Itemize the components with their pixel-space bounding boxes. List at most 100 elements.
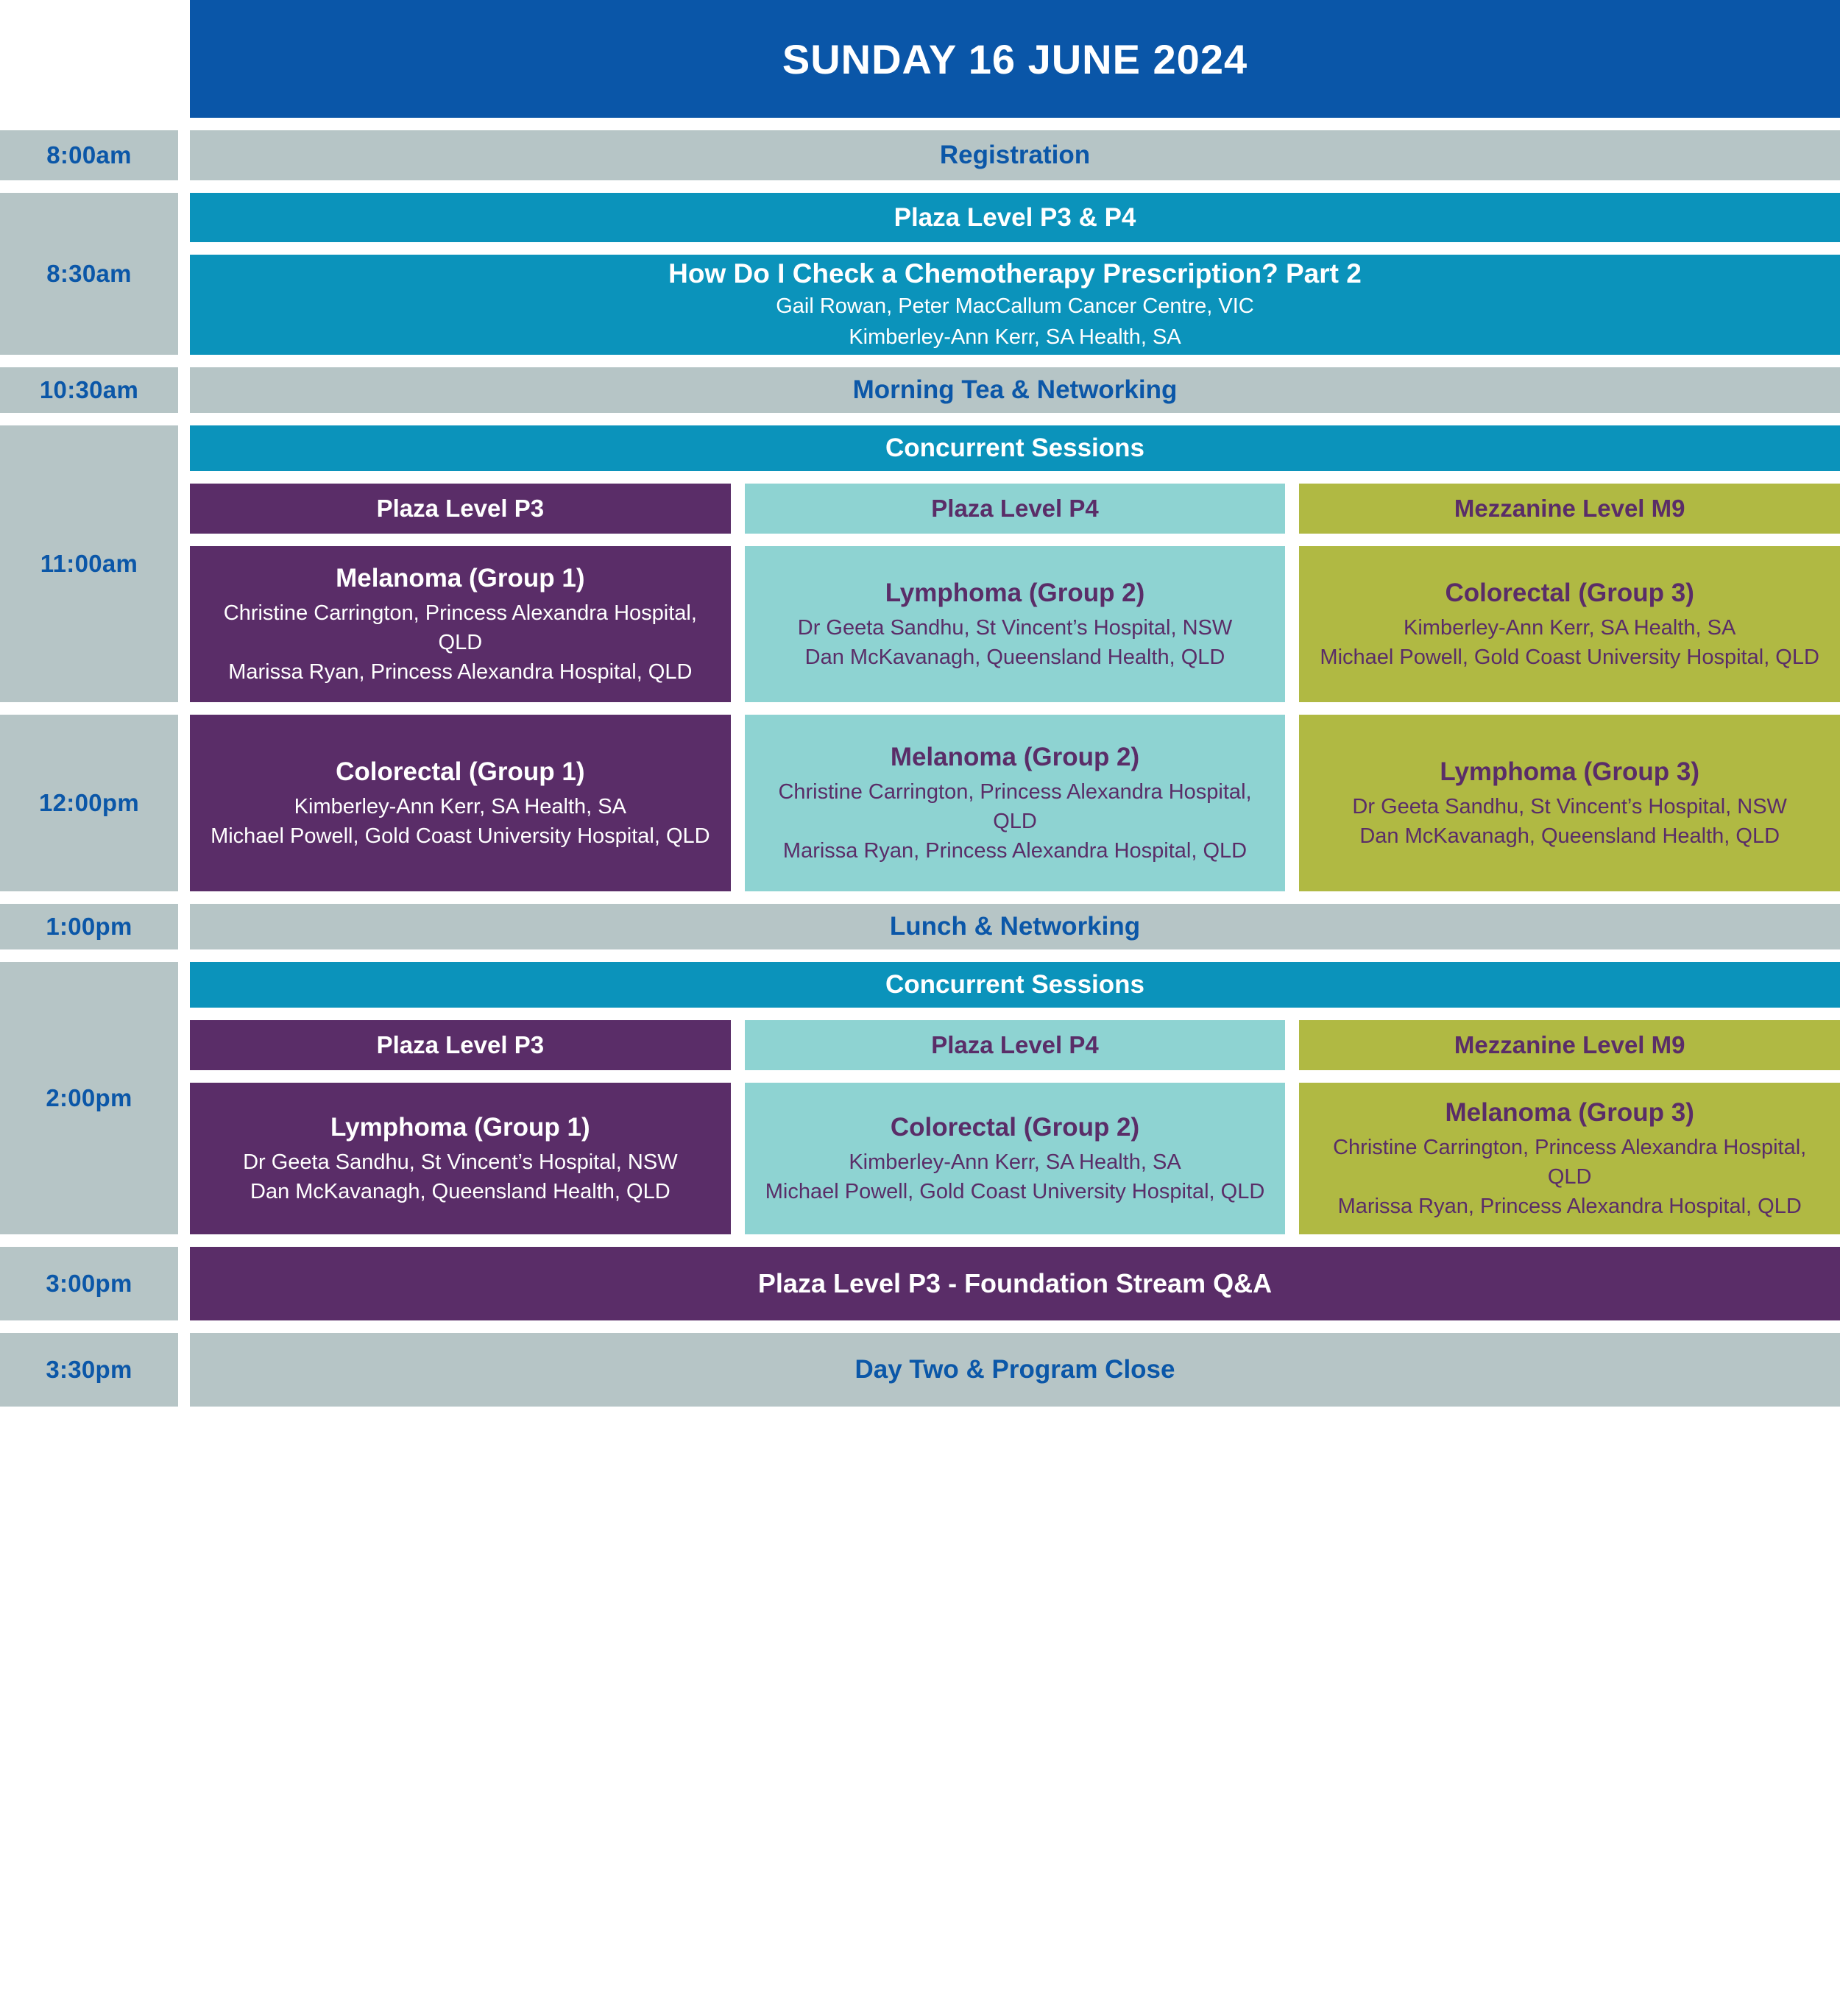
column-p4-afternoon: Plaza Level P4 Colorectal (Group 2) Kimb…: [744, 1020, 1286, 1234]
plenary-body: Plaza Level P3 & P4 How Do I Check a Che…: [190, 193, 1840, 355]
morning-tea-bar[interactable]: Morning Tea & Networking: [190, 367, 1840, 413]
title-row-body: SUNDAY 16 JUNE 2024: [190, 0, 1840, 118]
venue-header-p3-morning: Plaza Level P3: [190, 484, 731, 534]
schedule-row-concurrent-afternoon: 2:00pm Concurrent Sessions Plaza Level P…: [0, 962, 1840, 1234]
time-label-1030am: 10:30am: [0, 367, 178, 413]
session-speaker-1: Dr Geeta Sandhu, St Vincent’s Hospital, …: [243, 1150, 678, 1174]
plenary-speaker-2: Kimberley-Ann Kerr, SA Health, SA: [849, 325, 1181, 350]
time-label-1100am: 11:00am: [0, 425, 178, 702]
concurrent-afternoon-columns: Plaza Level P3 Lymphoma (Group 1) Dr Gee…: [190, 1020, 1840, 1234]
registration-body: Registration: [190, 130, 1840, 180]
session-card-lymphoma-group2[interactable]: Lymphoma (Group 2) Dr Geeta Sandhu, St V…: [744, 546, 1286, 702]
session-title: Melanoma (Group 2): [890, 743, 1140, 772]
plenary-stack: Plaza Level P3 & P4 How Do I Check a Che…: [190, 193, 1840, 355]
schedule-row-qa: 3:00pm Plaza Level P3 - Foundation Strea…: [0, 1246, 1840, 1320]
venue-header-m9-morning: Mezzanine Level M9: [1299, 484, 1840, 534]
time-label-330pm: 3:30pm: [0, 1332, 178, 1407]
session-speaker-1: Christine Carrington, Princess Alexandra…: [1333, 1135, 1807, 1189]
concurrent-morning-body: Concurrent Sessions Plaza Level P3 Melan…: [190, 425, 1840, 702]
session-speaker-1: Christine Carrington, Princess Alexandra…: [223, 601, 697, 654]
column-m9-afternoon: Mezzanine Level M9 Melanoma (Group 3) Ch…: [1299, 1020, 1840, 1234]
plenary-session-title: How Do I Check a Chemotherapy Prescripti…: [668, 258, 1362, 289]
session-card-lymphoma-group1[interactable]: Lymphoma (Group 1) Dr Geeta Sandhu, St V…: [190, 1083, 731, 1234]
qa-body: Plaza Level P3 - Foundation Stream Q&A: [190, 1246, 1840, 1320]
time-label-830am: 8:30am: [0, 193, 178, 355]
schedule-row-plenary: 8:30am Plaza Level P3 & P4 How Do I Chec…: [0, 193, 1840, 355]
session-title: Colorectal (Group 3): [1445, 579, 1694, 608]
session-card-lymphoma-group3[interactable]: Lymphoma (Group 3) Dr Geeta Sandhu, St V…: [1299, 715, 1840, 891]
column-p3-afternoon: Plaza Level P3 Lymphoma (Group 1) Dr Gee…: [190, 1020, 731, 1234]
column-p3-midday: Colorectal (Group 1) Kimberley-Ann Kerr,…: [190, 715, 731, 891]
foundation-stream-qa-bar[interactable]: Plaza Level P3 - Foundation Stream Q&A: [190, 1246, 1840, 1320]
concurrent-afternoon-stack: Concurrent Sessions Plaza Level P3 Lymph…: [190, 962, 1840, 1234]
venue-header-p4-morning: Plaza Level P4: [744, 484, 1286, 534]
session-speaker-2: Michael Powell, Gold Coast University Ho…: [765, 1179, 1265, 1203]
time-label-100pm: 1:00pm: [0, 904, 178, 949]
schedule-row-morning-tea: 10:30am Morning Tea & Networking: [0, 367, 1840, 413]
session-speaker-2: Marissa Ryan, Princess Alexandra Hospita…: [1337, 1194, 1802, 1218]
column-p4-midday: Melanoma (Group 2) Christine Carrington,…: [744, 715, 1286, 891]
title-row: SUNDAY 16 JUNE 2024: [0, 0, 1840, 118]
time-label-1200pm: 12:00pm: [0, 715, 178, 891]
session-card-colorectal-group2[interactable]: Colorectal (Group 2) Kimberley-Ann Kerr,…: [744, 1083, 1286, 1234]
column-p3-morning: Plaza Level P3 Melanoma (Group 1) Christ…: [190, 484, 731, 702]
session-card-melanoma-group3[interactable]: Melanoma (Group 3) Christine Carrington,…: [1299, 1083, 1840, 1234]
schedule-row-registration: 8:00am Registration: [0, 130, 1840, 180]
column-p4-morning: Plaza Level P4 Lymphoma (Group 2) Dr Gee…: [744, 484, 1286, 702]
session-card-colorectal-group1[interactable]: Colorectal (Group 1) Kimberley-Ann Kerr,…: [190, 715, 731, 891]
venue-header-p3-afternoon: Plaza Level P3: [190, 1020, 731, 1070]
schedule-row-lunch: 1:00pm Lunch & Networking: [0, 904, 1840, 949]
morning-tea-body: Morning Tea & Networking: [190, 367, 1840, 413]
session-speaker-2: Marissa Ryan, Princess Alexandra Hospita…: [228, 659, 693, 684]
session-card-melanoma-group1[interactable]: Melanoma (Group 1) Christine Carrington,…: [190, 546, 731, 702]
venue-header-m9-afternoon: Mezzanine Level M9: [1299, 1020, 1840, 1070]
concurrent-sessions-banner-morning: Concurrent Sessions: [190, 425, 1840, 471]
title-row-time-spacer: [0, 0, 178, 118]
page-title: SUNDAY 16 JUNE 2024: [190, 0, 1840, 118]
session-speaker-2: Dan McKavanagh, Queensland Health, QLD: [250, 1179, 670, 1203]
column-m9-morning: Mezzanine Level M9 Colorectal (Group 3) …: [1299, 484, 1840, 702]
session-speaker-2: Dan McKavanagh, Queensland Health, QLD: [804, 645, 1225, 669]
time-label-800am: 8:00am: [0, 130, 178, 180]
session-speaker-1: Kimberley-Ann Kerr, SA Health, SA: [294, 794, 626, 818]
time-label-200pm: 2:00pm: [0, 962, 178, 1234]
close-body: Day Two & Program Close: [190, 1332, 1840, 1407]
registration-bar[interactable]: Registration: [190, 130, 1840, 180]
session-speaker-2: Michael Powell, Gold Coast University Ho…: [1320, 645, 1819, 669]
session-speaker-2: Dan McKavanagh, Queensland Health, QLD: [1359, 824, 1780, 848]
session-speaker-1: Kimberley-Ann Kerr, SA Health, SA: [1404, 615, 1736, 640]
plenary-session-block[interactable]: How Do I Check a Chemotherapy Prescripti…: [190, 255, 1840, 355]
concurrent-midday-body: Colorectal (Group 1) Kimberley-Ann Kerr,…: [190, 715, 1840, 891]
session-card-melanoma-group2[interactable]: Melanoma (Group 2) Christine Carrington,…: [744, 715, 1286, 891]
venue-banner-p3-p4: Plaza Level P3 & P4: [190, 193, 1840, 242]
program-close-bar[interactable]: Day Two & Program Close: [190, 1332, 1840, 1407]
session-title: Colorectal (Group 2): [890, 1113, 1140, 1142]
plenary-speaker-1: Gail Rowan, Peter MacCallum Cancer Centr…: [776, 294, 1254, 319]
concurrent-morning-columns: Plaza Level P3 Melanoma (Group 1) Christ…: [190, 484, 1840, 702]
session-title: Melanoma (Group 1): [336, 564, 585, 593]
session-speaker-1: Dr Geeta Sandhu, St Vincent’s Hospital, …: [1352, 794, 1787, 818]
schedule-row-close: 3:30pm Day Two & Program Close: [0, 1332, 1840, 1407]
column-m9-midday: Lymphoma (Group 3) Dr Geeta Sandhu, St V…: [1299, 715, 1840, 891]
concurrent-midday-columns: Colorectal (Group 1) Kimberley-Ann Kerr,…: [190, 715, 1840, 891]
session-title: Lymphoma (Group 3): [1440, 757, 1699, 787]
session-speaker-2: Michael Powell, Gold Coast University Ho…: [210, 824, 710, 848]
concurrent-afternoon-body: Concurrent Sessions Plaza Level P3 Lymph…: [190, 962, 1840, 1234]
lunch-body: Lunch & Networking: [190, 904, 1840, 949]
session-speaker-1: Kimberley-Ann Kerr, SA Health, SA: [849, 1150, 1181, 1174]
session-title: Melanoma (Group 3): [1445, 1098, 1694, 1127]
lunch-bar[interactable]: Lunch & Networking: [190, 904, 1840, 949]
session-speaker-2: Marissa Ryan, Princess Alexandra Hospita…: [782, 838, 1248, 863]
session-speaker-1: Dr Geeta Sandhu, St Vincent’s Hospital, …: [797, 615, 1233, 640]
concurrent-sessions-banner-afternoon: Concurrent Sessions: [190, 962, 1840, 1008]
session-title: Colorectal (Group 1): [336, 757, 585, 787]
schedule-row-concurrent-midday: 12:00pm Colorectal (Group 1) Kimberley-A…: [0, 715, 1840, 891]
concurrent-morning-stack: Concurrent Sessions Plaza Level P3 Melan…: [190, 425, 1840, 702]
schedule-row-concurrent-morning: 11:00am Concurrent Sessions Plaza Level …: [0, 425, 1840, 702]
time-label-300pm: 3:00pm: [0, 1246, 178, 1320]
session-speaker-1: Christine Carrington, Princess Alexandra…: [778, 779, 1252, 833]
session-title: Lymphoma (Group 1): [330, 1113, 590, 1142]
session-card-colorectal-group3[interactable]: Colorectal (Group 3) Kimberley-Ann Kerr,…: [1299, 546, 1840, 702]
venue-header-p4-afternoon: Plaza Level P4: [744, 1020, 1286, 1070]
